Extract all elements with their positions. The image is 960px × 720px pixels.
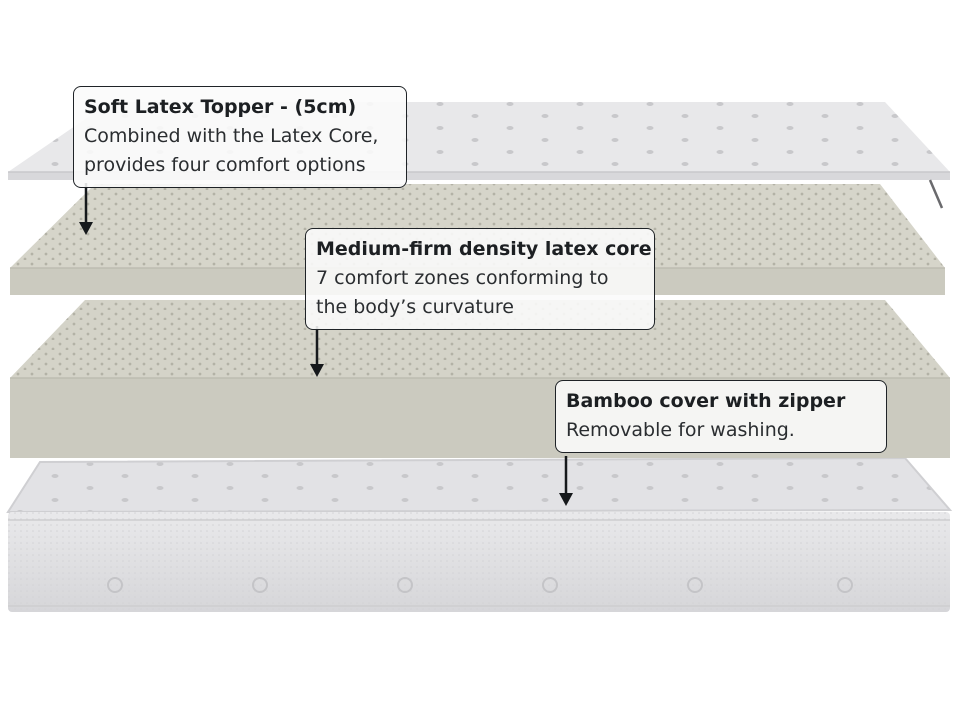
- callout-text: provides four comfort options: [84, 154, 366, 176]
- callout-text: the body’s curvature: [316, 296, 514, 318]
- arrow-topper: [79, 183, 93, 235]
- callout-bamboo-cover: Bamboo cover with zipper Removable for w…: [555, 380, 887, 453]
- zipper-pull-icon: [928, 179, 944, 209]
- arrow-cover: [559, 456, 573, 506]
- callout-text: Removable for washing.: [566, 419, 795, 441]
- arrow-core: [310, 326, 324, 377]
- callout-text: 7 comfort zones conforming to: [316, 267, 609, 289]
- callout-title: Soft Latex Topper - (5cm): [84, 96, 357, 118]
- callout-latex-topper: Soft Latex Topper - (5cm) Combined with …: [73, 86, 407, 188]
- bamboo-cover-layer: [6, 456, 953, 612]
- callout-title: Bamboo cover with zipper: [566, 390, 846, 412]
- callout-text: Combined with the Latex Core,: [84, 125, 379, 147]
- callout-latex-core: Medium-firm density latex core 7 comfort…: [305, 228, 655, 330]
- callout-title: Medium-firm density latex core: [316, 238, 652, 260]
